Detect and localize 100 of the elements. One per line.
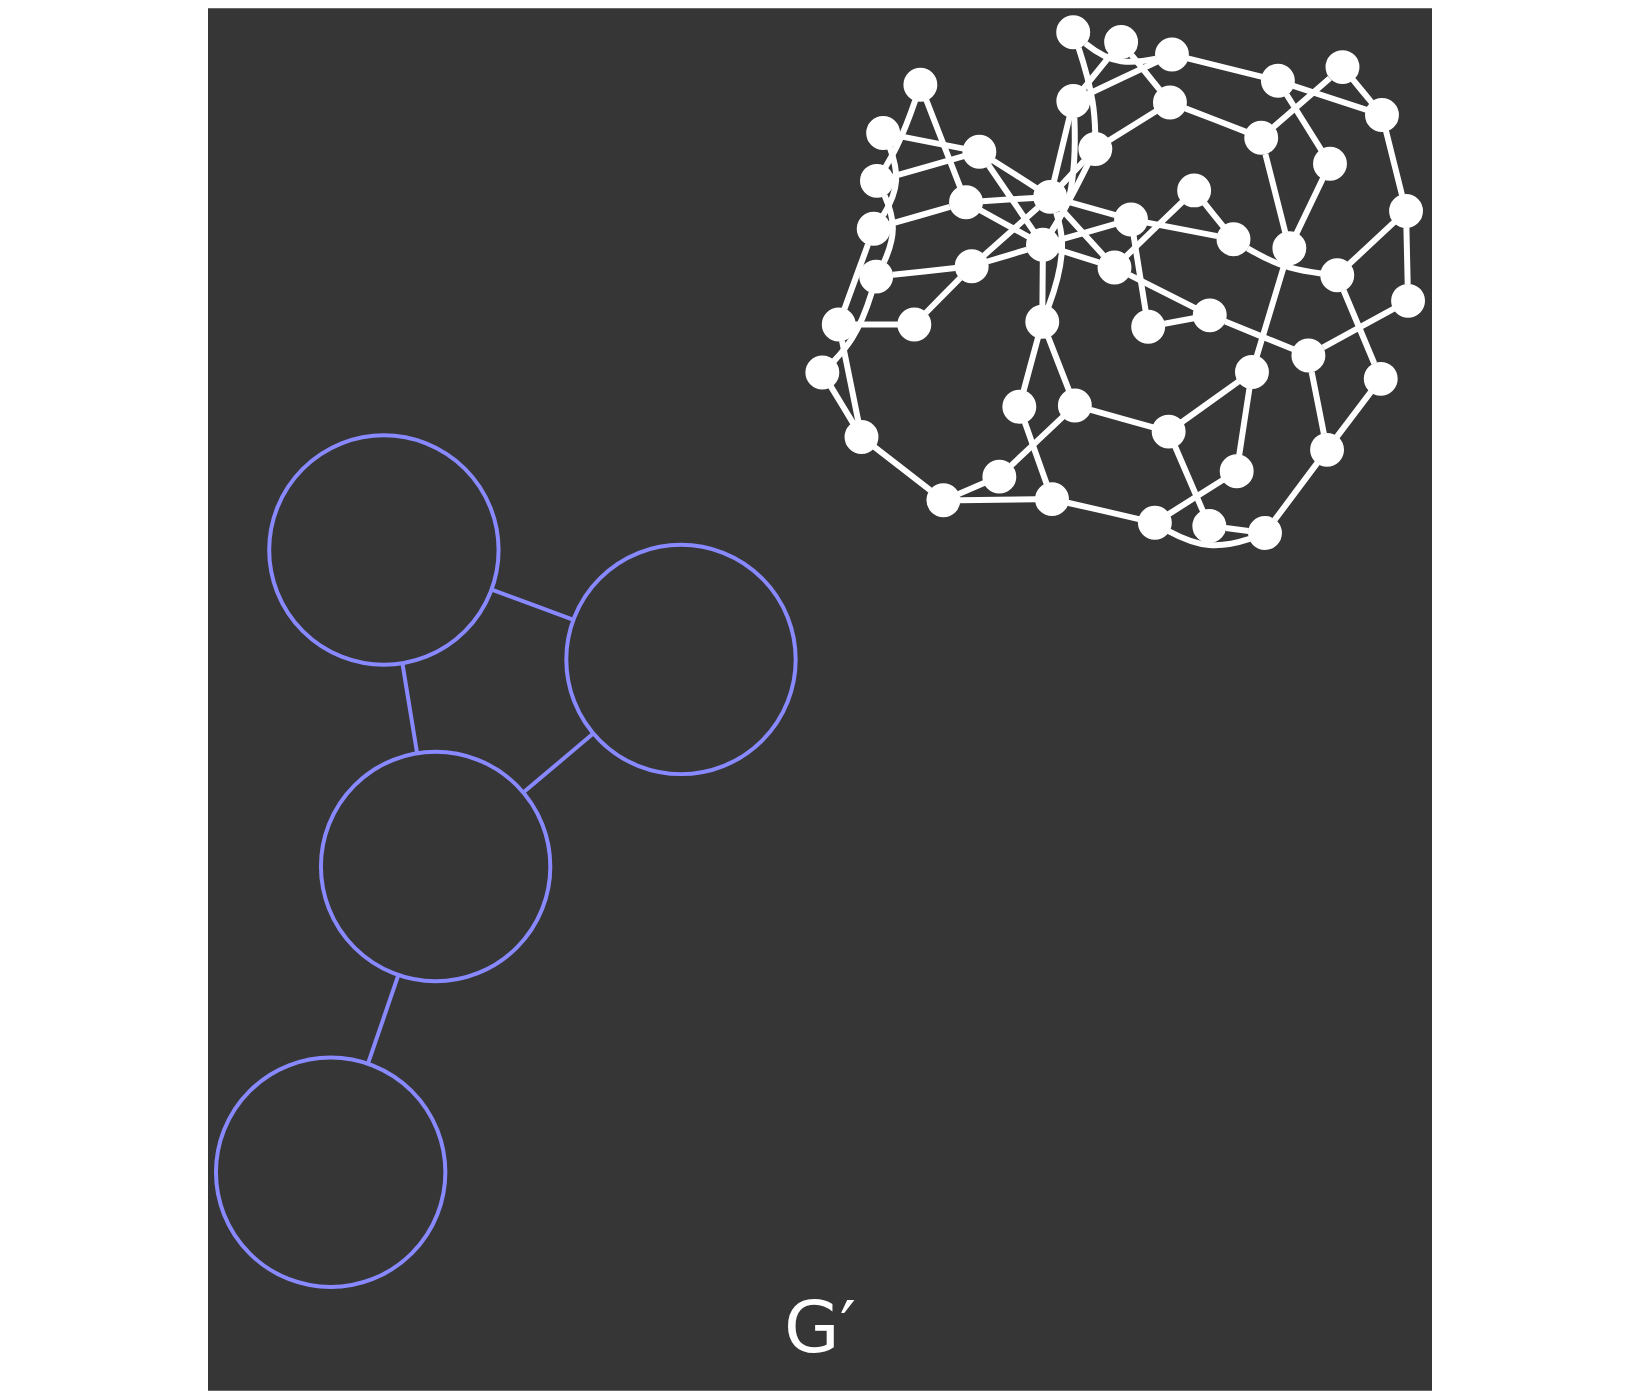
- connector: [956, 480, 986, 497]
- node-circle: [1113, 202, 1148, 237]
- node-circle: [804, 355, 839, 390]
- connector: [1145, 219, 1218, 240]
- node-circle: [1325, 50, 1359, 85]
- node-circle: [1151, 414, 1186, 449]
- connector: [827, 384, 856, 425]
- connector: [365, 974, 400, 1065]
- connector: [990, 157, 1038, 191]
- node-circle: [844, 420, 878, 454]
- connector: [1283, 93, 1324, 152]
- node-circle: [821, 307, 856, 342]
- connector: [1045, 211, 1065, 308]
- connector: [1340, 289, 1377, 365]
- connector: [981, 194, 1034, 205]
- connector: [1058, 159, 1086, 187]
- node-circle: [1001, 389, 1036, 424]
- node-circle: [896, 307, 931, 342]
- node-circle: [1319, 258, 1354, 293]
- connector: [880, 146, 899, 217]
- connector: [1171, 445, 1206, 513]
- node-circle: [1055, 15, 1090, 50]
- connector: [1066, 499, 1139, 522]
- node-circle: [1312, 146, 1347, 181]
- connector: [872, 444, 932, 493]
- node-circle: [1176, 173, 1211, 208]
- connector: [1293, 177, 1326, 235]
- connector: [958, 496, 1036, 504]
- node-circle: [1363, 361, 1398, 396]
- connector: [1224, 525, 1249, 534]
- node-circle: [961, 134, 996, 169]
- connector: [1179, 378, 1240, 425]
- connector: [1183, 105, 1247, 135]
- node-circle: [318, 749, 552, 984]
- node-circle: [1191, 508, 1226, 543]
- connector: [1057, 246, 1100, 266]
- connector: [978, 207, 1030, 240]
- connector: [1044, 335, 1072, 392]
- node-circle: [1055, 84, 1090, 118]
- connector: [1186, 55, 1263, 80]
- connector: [841, 243, 871, 310]
- connector: [1166, 477, 1225, 517]
- node-circle: [1290, 338, 1325, 373]
- connector: [981, 205, 1040, 258]
- node-circle: [858, 259, 893, 294]
- connector: [1382, 129, 1405, 196]
- connector: [1075, 46, 1098, 133]
- node-circle: [856, 211, 891, 246]
- connector: [1038, 261, 1046, 306]
- node-circle: [1152, 85, 1187, 120]
- connector: [1123, 199, 1184, 259]
- connector: [1086, 58, 1159, 97]
- connector: [1333, 390, 1373, 439]
- node-circle: [954, 249, 989, 284]
- connector: [521, 732, 594, 794]
- connector: [922, 98, 963, 188]
- connector: [1163, 315, 1194, 327]
- connector: [892, 265, 956, 278]
- node-circle: [266, 433, 501, 667]
- node-circle: [1390, 283, 1425, 318]
- connector: [1057, 221, 1116, 244]
- node-circle: [1097, 250, 1131, 285]
- node-circle: [563, 542, 798, 777]
- node-circle: [865, 116, 900, 150]
- connector: [1048, 117, 1078, 233]
- connector: [1235, 387, 1252, 456]
- caption: G′: [783, 1285, 856, 1370]
- connector: [1050, 116, 1072, 183]
- connector: [1271, 461, 1320, 522]
- node-circle: [1364, 98, 1399, 132]
- connector: [1402, 227, 1411, 285]
- connector: [1291, 82, 1368, 113]
- node-circle: [1057, 388, 1092, 423]
- connector: [1106, 108, 1158, 144]
- connector: [400, 663, 419, 754]
- connector: [985, 163, 1036, 234]
- node-circle: [1271, 231, 1306, 266]
- connector: [986, 246, 1028, 265]
- connector: [1308, 371, 1327, 435]
- node-circle: [1130, 309, 1165, 344]
- node-circle: [902, 67, 937, 102]
- node-circle: [925, 483, 960, 518]
- connector: [1127, 272, 1197, 311]
- node-circle: [1103, 25, 1138, 59]
- connector: [1201, 201, 1226, 229]
- node-circle: [1032, 179, 1067, 214]
- node-circle: [1243, 120, 1278, 155]
- node-circle: [859, 163, 894, 198]
- connector: [1321, 305, 1395, 350]
- node-circle: [1234, 354, 1269, 389]
- node-circle: [1309, 432, 1344, 467]
- connector: [1349, 77, 1374, 105]
- node-circle: [1077, 132, 1112, 166]
- node-circle: [1219, 454, 1254, 489]
- connector: [1128, 52, 1162, 92]
- connector: [1089, 407, 1154, 431]
- node-circle: [1260, 63, 1295, 98]
- connector: [1021, 421, 1049, 485]
- node-circle: [1024, 304, 1059, 339]
- connector: [1080, 52, 1113, 91]
